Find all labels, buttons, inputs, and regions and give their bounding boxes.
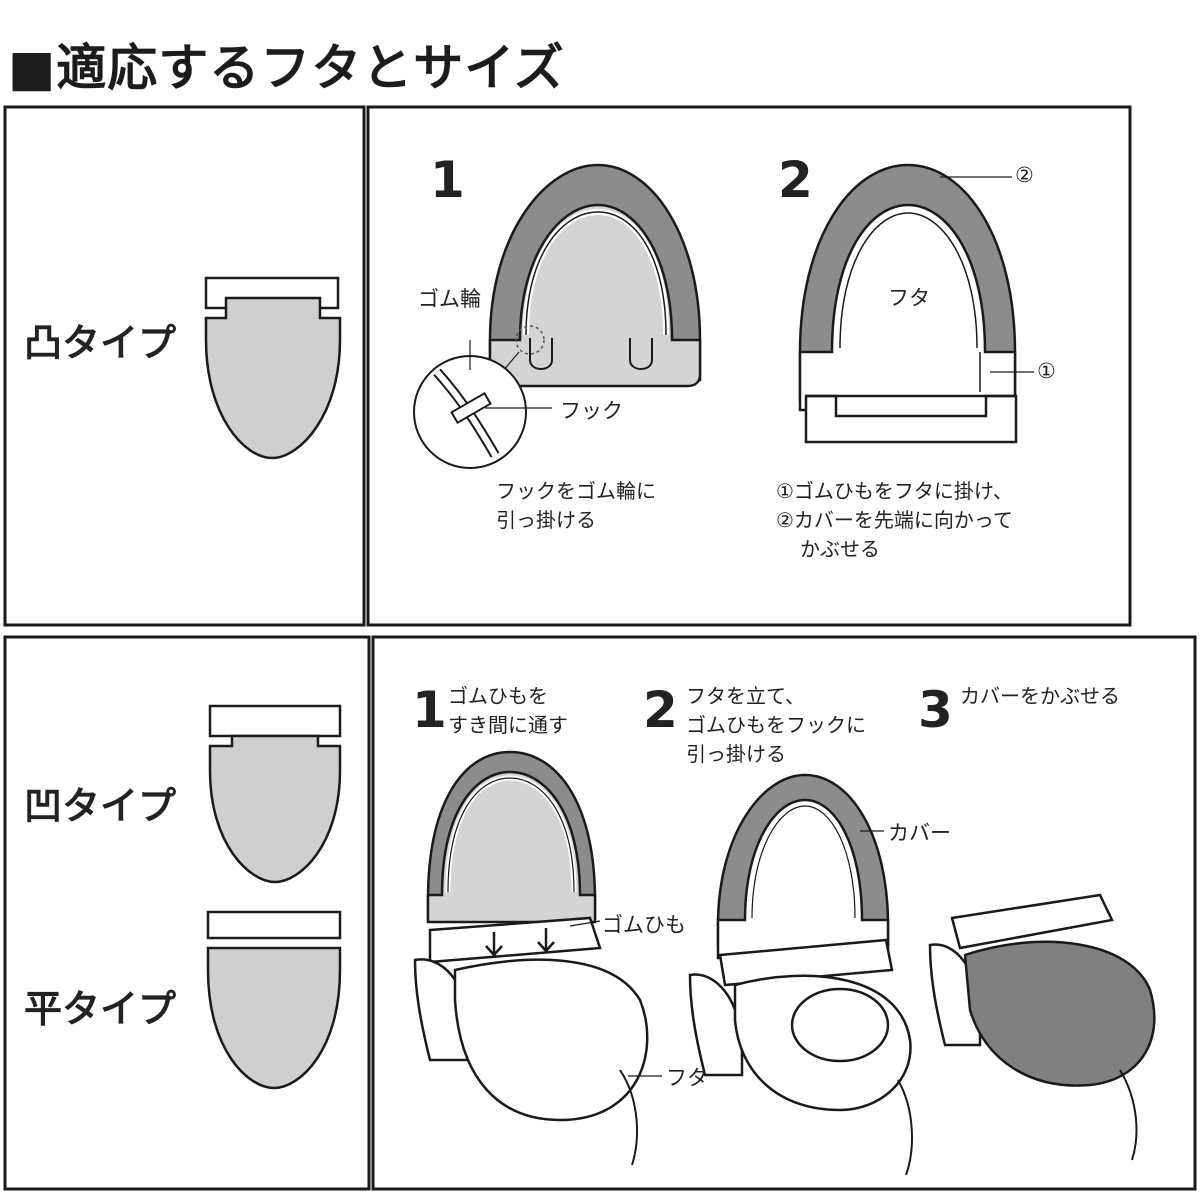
bottom-step3-caption: カバーをかぶせる — [960, 684, 1120, 708]
string-marker: ① — [1037, 359, 1056, 383]
top-step1-drawing — [413, 163, 702, 469]
bottom-step3-number: 3 — [918, 681, 953, 739]
rubber-ring-label: ゴム輪 — [418, 287, 481, 311]
top-step2-number: 2 — [778, 151, 813, 209]
top-step1-number: 1 — [430, 151, 465, 209]
concave-type-label: 凹タイプ — [24, 784, 177, 828]
bottom-step2-caption: フタを立て、 ゴムひもをフックに 引っ掛ける — [686, 684, 866, 766]
top-right-panel — [366, 105, 1132, 627]
rubber-string-label: ゴムひも — [602, 913, 686, 937]
cover-label: カバー — [888, 821, 951, 845]
top-step2-caption: ①ゴムひもをフタに掛け、 ②カバーを先端に向かって かぶせる — [776, 479, 1013, 561]
bottom-step1-drawing — [413, 750, 662, 1166]
concave-lid-icon — [208, 704, 342, 884]
bottom-step2-number: 2 — [643, 681, 678, 739]
bottom-left-panel — [3, 635, 371, 1191]
bottom-step2-drawing — [688, 773, 913, 1176]
hook-label: フック — [560, 399, 623, 423]
lid-label-top: フタ — [888, 286, 930, 310]
top-step1-caption: フックをゴム輪に 引っ掛ける — [496, 479, 656, 532]
bottom-right-panel — [371, 635, 1197, 1191]
top-left-panel — [3, 105, 366, 627]
cover-marker: ② — [1015, 163, 1034, 187]
flat-type-label: 平タイプ — [24, 987, 177, 1031]
bottom-step1-caption: ゴムひもを すき間に通す — [448, 684, 568, 737]
top-step2-drawing — [798, 163, 1034, 444]
convex-lid-icon — [204, 276, 342, 460]
convex-type-label: 凸タイプ — [24, 321, 177, 365]
bottom-step1-number: 1 — [412, 681, 447, 739]
page-title: ■適応するフタとサイズ — [8, 39, 565, 97]
flat-lid-icon — [206, 910, 342, 1090]
lid-label-bottom: フタ — [666, 1066, 708, 1090]
bottom-step3-drawing — [928, 893, 1156, 1161]
